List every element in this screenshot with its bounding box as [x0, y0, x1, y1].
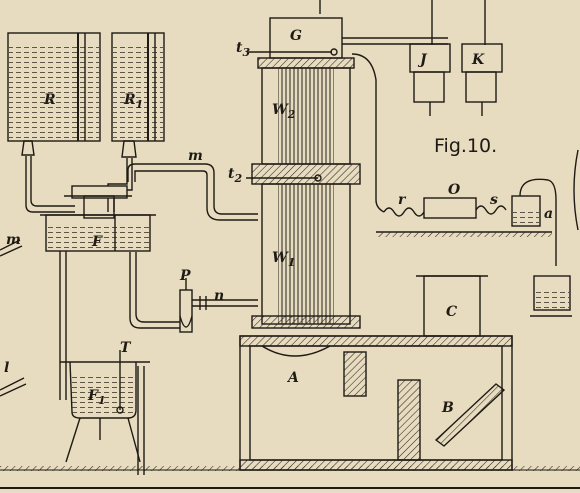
label-k: K: [471, 52, 485, 68]
connecting-tube: [351, 53, 385, 213]
label-a-upper: A: [286, 370, 299, 386]
label-n: n: [214, 288, 224, 304]
reservoir-r: [7, 32, 101, 156]
gas-apparatus: [376, 178, 572, 317]
label-w2: W2: [272, 102, 296, 121]
label-f1: F1: [87, 388, 106, 407]
furnace-chamber: [239, 335, 513, 471]
heat-exchanger-column: [246, 17, 448, 329]
label-l: l: [4, 360, 9, 376]
label-t: T: [120, 340, 132, 356]
ground: [0, 466, 580, 489]
reservoir-feed-pipes: [25, 156, 133, 213]
label-m-left: m: [6, 232, 21, 248]
label-m-upper: m: [188, 148, 203, 164]
label-t3: t3: [236, 40, 250, 59]
label-r: R: [43, 92, 56, 108]
pipe-m: [127, 163, 258, 221]
vessels-j-k: [409, 43, 503, 116]
label-r1: R1: [123, 92, 143, 111]
pipe-l: [0, 239, 27, 397]
label-s: s: [490, 192, 498, 208]
reservoir-r1: [111, 32, 165, 158]
label-r-small: r: [398, 192, 407, 208]
overflow-box: [64, 185, 132, 219]
label-w1: W1: [272, 250, 295, 269]
figure-caption: Fig.10.: [434, 135, 497, 157]
label-o: O: [448, 182, 461, 198]
label-c: C: [446, 304, 457, 320]
label-j: J: [417, 52, 428, 68]
label-b: B: [441, 400, 454, 416]
pipe-n: [129, 252, 258, 333]
label-g: G: [290, 28, 302, 44]
diagram-labels: R R1 G t3 t2 W2 W1 J K Fig.10. m m F F1 …: [4, 28, 553, 416]
tank-f1: [60, 350, 150, 475]
label-a-small: a: [544, 206, 553, 222]
edge-pipe: [573, 149, 579, 231]
label-p: P: [179, 268, 191, 284]
label-t2: t2: [228, 166, 242, 185]
label-f: F: [91, 234, 103, 250]
pipe-f-to-f1: [59, 251, 67, 400]
tank-f: [40, 214, 156, 252]
